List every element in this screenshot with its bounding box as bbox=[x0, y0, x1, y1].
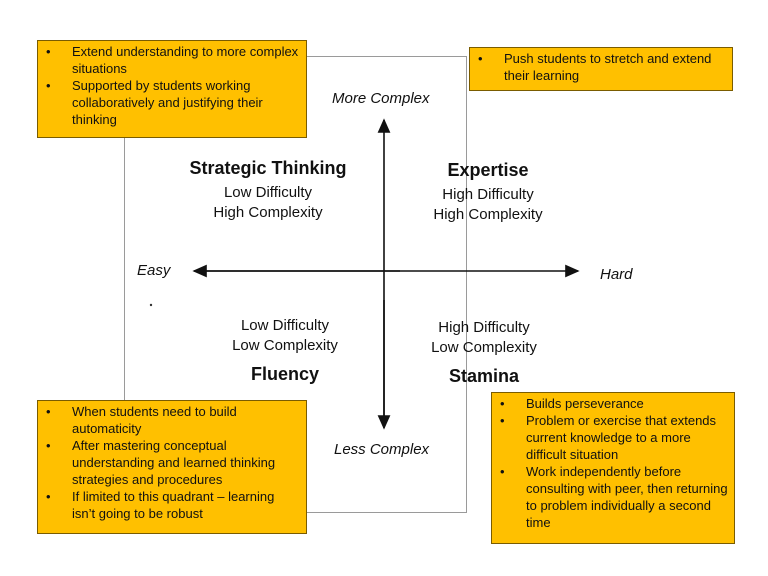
quadrant-line: Low Complexity bbox=[431, 339, 537, 356]
bullet-icon: • bbox=[500, 396, 505, 411]
quadrant-fluency: Low Difficulty Low Complexity Fluency bbox=[215, 316, 355, 385]
quadrant-stamina: High Difficulty Low Complexity Stamina bbox=[414, 318, 554, 387]
quadrant-title: Expertise bbox=[447, 160, 529, 180]
quadrant-title: Fluency bbox=[250, 364, 320, 384]
bullet-icon: • bbox=[46, 489, 51, 504]
note-text: Extend understanding to more complex sit… bbox=[72, 44, 299, 76]
quadrant-line: Low Difficulty bbox=[223, 184, 313, 201]
stray-dot bbox=[149, 303, 153, 307]
axis-label-top: More Complex bbox=[332, 90, 430, 107]
axis-label-bottom: Less Complex bbox=[334, 441, 430, 458]
axis-label-left: Easy bbox=[137, 262, 171, 279]
quadrant-title: Stamina bbox=[448, 366, 520, 386]
note-text: Work independently before consulting wit… bbox=[526, 464, 728, 530]
note-box-top-right: • Push students to stretch and extend the… bbox=[469, 47, 733, 91]
note-item: • After mastering conceptual understandin… bbox=[46, 437, 300, 488]
note-item: • When students need to build automaticit… bbox=[46, 403, 300, 437]
note-text: Supported by students working collaborat… bbox=[72, 78, 263, 127]
quadrant-strategic-thinking: Strategic Thinking Low Difficulty High C… bbox=[178, 158, 358, 223]
note-text: If limited to this quadrant – learning i… bbox=[72, 489, 275, 521]
note-text: After mastering conceptual understanding… bbox=[72, 438, 276, 487]
bullet-icon: • bbox=[46, 78, 51, 93]
note-item: • Supported by students working collabora… bbox=[46, 77, 300, 128]
note-item: • Extend understanding to more complex si… bbox=[46, 43, 300, 77]
bullet-icon: • bbox=[46, 404, 51, 419]
note-item: • Problem or exercise that extends curren… bbox=[500, 412, 728, 463]
quadrant-line: High Difficulty bbox=[442, 186, 534, 203]
bullet-icon: • bbox=[46, 438, 51, 453]
quadrant-line: Low Complexity bbox=[232, 337, 338, 354]
note-text: Push students to stretch and extend thei… bbox=[504, 51, 712, 83]
note-text: Builds perseverance bbox=[526, 396, 644, 411]
note-box-bottom-right: • Builds perseverance • Problem or exercis… bbox=[491, 392, 735, 544]
note-item: • Push students to stretch and extend the… bbox=[478, 50, 726, 84]
note-box-top-left: • Extend understanding to more complex si… bbox=[37, 40, 307, 138]
quadrant-line: Low Difficulty bbox=[240, 317, 330, 334]
bullet-icon: • bbox=[500, 464, 505, 479]
quadrant-line: High Complexity bbox=[433, 206, 543, 223]
axis-label-right: Hard bbox=[600, 266, 633, 283]
note-item: • Builds perseverance bbox=[500, 395, 728, 412]
note-text: When students need to build automaticity bbox=[72, 404, 237, 436]
note-item: • Work independently before consulting wi… bbox=[500, 463, 728, 531]
quadrant-line: High Difficulty bbox=[438, 319, 530, 336]
note-box-bottom-left: • When students need to build automaticit… bbox=[37, 400, 307, 534]
quadrant-expertise: Expertise High Difficulty High Complexit… bbox=[418, 160, 558, 225]
bullet-icon: • bbox=[46, 44, 51, 59]
note-text: Problem or exercise that extends current… bbox=[526, 413, 717, 462]
bullet-icon: • bbox=[478, 51, 483, 66]
note-item: • If limited to this quadrant – learning … bbox=[46, 488, 300, 522]
quadrant-title: Strategic Thinking bbox=[189, 158, 347, 178]
bullet-icon: • bbox=[500, 413, 505, 428]
quadrant-line: High Complexity bbox=[213, 204, 323, 221]
